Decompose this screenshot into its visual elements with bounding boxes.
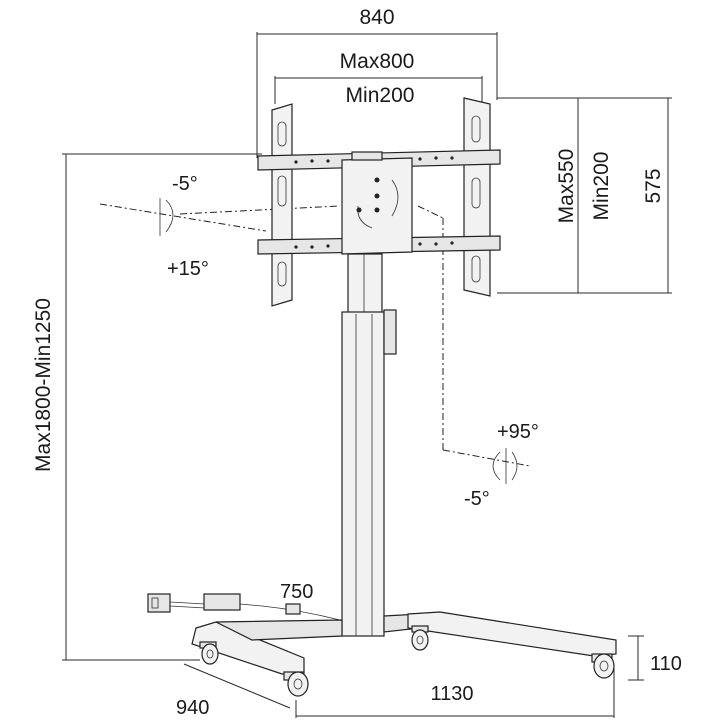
label-max800: Max800: [340, 50, 415, 73]
label-swivel-minus: -5°: [464, 488, 490, 510]
label-575: 575: [642, 168, 665, 203]
lower-column: [341, 311, 385, 637]
label-min200-width: Min200: [346, 84, 415, 107]
mounting-bracket: [257, 97, 501, 307]
upper-column: [347, 253, 383, 315]
caster-back-right: [411, 625, 429, 651]
tilt-plate: [341, 157, 413, 255]
label-tilt-down: +15°: [167, 258, 209, 280]
dimension-overall-height: Max1800-Min1250: [32, 153, 262, 661]
label-1130: 1130: [430, 683, 473, 705]
telescopic-column: [341, 253, 397, 637]
label-min200-height: Min200: [590, 152, 613, 221]
label-840: 840: [359, 6, 394, 29]
control-box: 750: [147, 581, 341, 621]
label-750: 750: [280, 581, 313, 603]
label-overall-height: Max1800-Min1250: [32, 298, 55, 472]
label-max550: Max550: [555, 149, 578, 224]
caster-front-right: [591, 653, 615, 679]
label-940: 940: [176, 697, 209, 719]
label-swivel-plus: +95°: [497, 421, 539, 443]
bracket-right-arm: [463, 97, 491, 297]
dimension-840: 840: [256, 6, 498, 158]
control-unit: [203, 593, 241, 611]
base: 1130 940 110: [176, 611, 682, 719]
casters: [199, 625, 615, 697]
label-tilt-up: -5°: [172, 173, 198, 195]
column-clip: [383, 309, 397, 355]
caster-front-left: [283, 671, 309, 697]
dimension-max800: Max800 Min200: [274, 50, 483, 107]
caster-back-left: [199, 641, 219, 665]
tilt-indicator: -5° +15°: [99, 173, 341, 280]
base-right-leg: [407, 611, 617, 657]
dimension-575: Max550 Min200 575: [497, 97, 672, 294]
connector: [285, 603, 301, 615]
label-110: 110: [650, 653, 682, 675]
swivel-indicator: +95° -5°: [417, 205, 539, 510]
power-plug: [147, 593, 171, 613]
bracket-left-arm: [271, 103, 293, 307]
base-crossbar: [215, 619, 343, 641]
